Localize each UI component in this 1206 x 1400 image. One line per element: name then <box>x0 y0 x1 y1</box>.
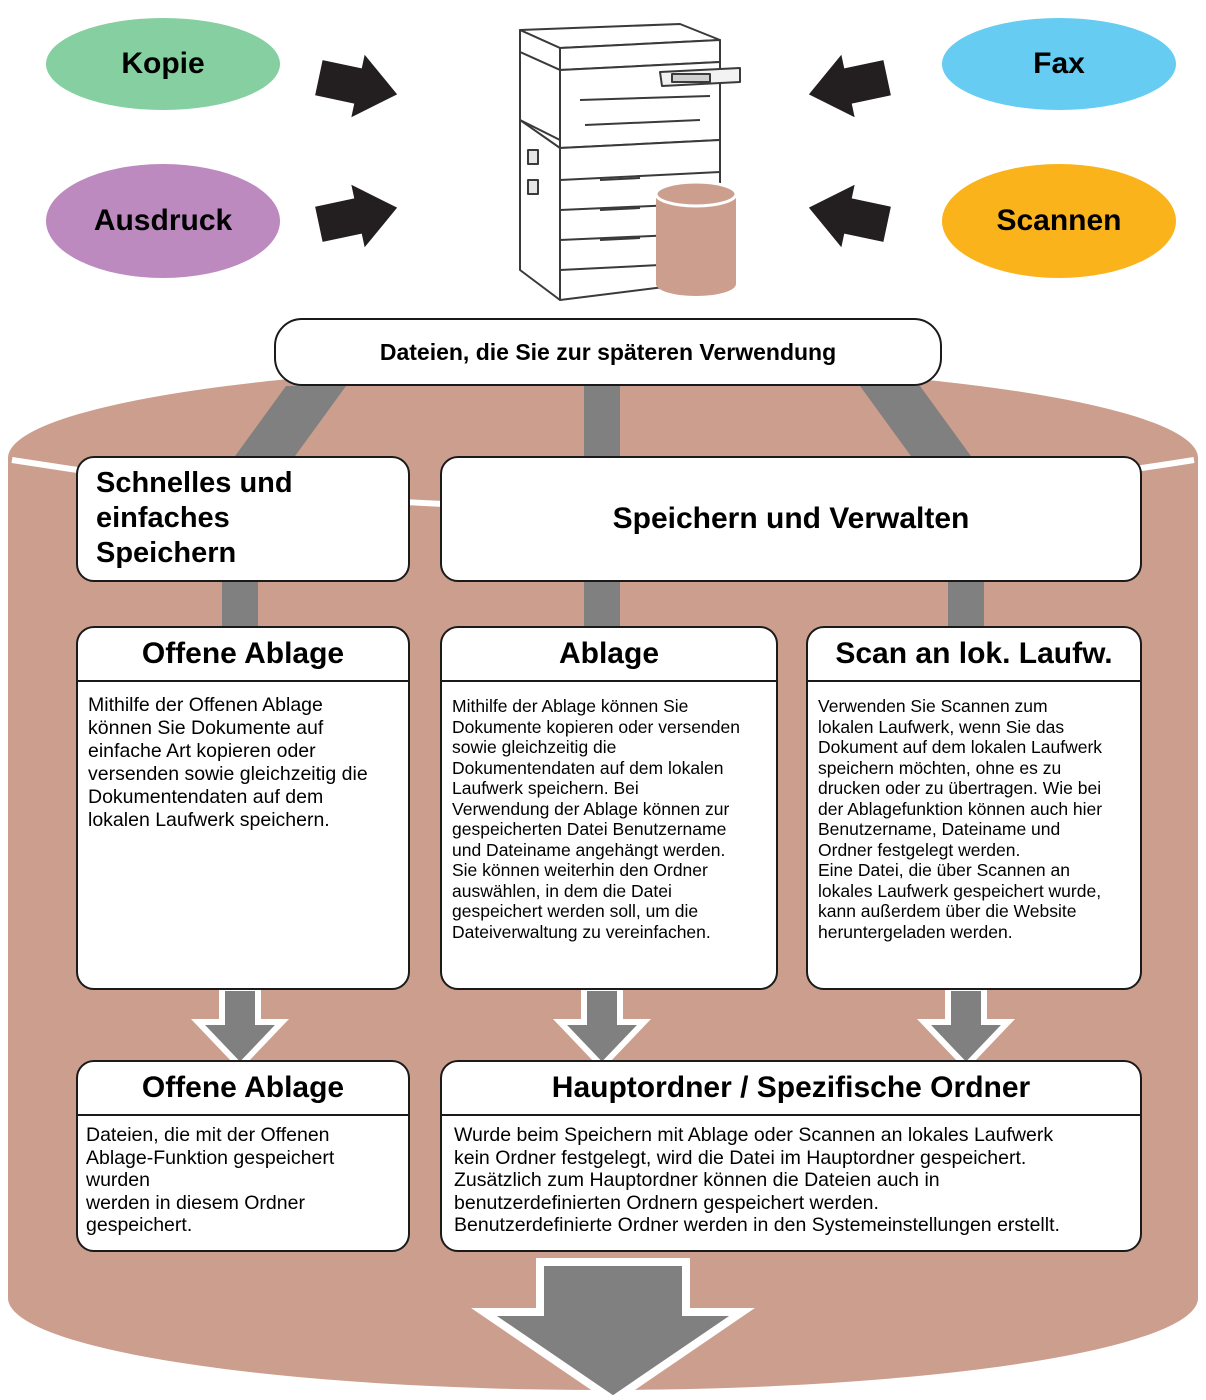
arrow-print <box>315 184 398 248</box>
down-arrow-center <box>552 985 652 1071</box>
connector-file-down <box>584 582 620 628</box>
function-quick-file-text: Mithilfe der Offenen Ablage können Sie D… <box>88 694 368 831</box>
function-scan-local-title: Scan an lok. Laufw. <box>835 637 1113 670</box>
folder-main-custom: Hauptordner / Spezifische Ordner Wurde b… <box>440 1060 1142 1252</box>
header-pill: Dateien, die Sie zur späteren Verwendung <box>274 318 942 386</box>
category-quick-title: Schnelles und einfaches Speichern <box>96 467 293 569</box>
source-fax-label: Fax <box>1033 47 1085 80</box>
function-file-title: Ablage <box>558 637 660 670</box>
folder-quick-file-title: Offene Ablage <box>141 1071 345 1104</box>
header-text: Dateien, die Sie zur späteren Verwendung <box>379 338 837 365</box>
folder-quick-file: Offene Ablage Dateien, die mit der Offen… <box>76 1060 410 1252</box>
source-copy: Kopie <box>46 18 280 110</box>
arrow-copy <box>315 54 398 118</box>
source-scan: Scannen <box>942 164 1176 278</box>
source-print: Ausdruck <box>46 164 280 278</box>
arrow-scan <box>808 184 891 248</box>
category-quick: Schnelles und einfaches Speichern <box>76 456 410 582</box>
function-scan-local-text: Verwenden Sie Scannen zum lokalen Laufwe… <box>818 696 1103 942</box>
folder-quick-file-text: Dateien, die mit der Offenen Ablage-Funk… <box>86 1124 335 1236</box>
output-arrow <box>471 1258 755 1400</box>
source-print-label: Ausdruck <box>93 204 233 237</box>
function-file-text: Mithilfe der Ablage können Sie Dokumente… <box>452 696 740 942</box>
input-arrows <box>315 54 891 248</box>
connector-scan-down <box>948 582 984 628</box>
database-icon <box>654 180 738 296</box>
function-file: Ablage Mithilfe der Ablage können Sie Do… <box>440 626 778 990</box>
folder-main-custom-title: Hauptordner / Spezifische Ordner <box>551 1071 1031 1104</box>
down-arrow-left <box>190 985 290 1071</box>
connector-center <box>584 386 620 456</box>
arrow-fax <box>808 54 891 118</box>
down-arrow-right <box>916 985 1016 1071</box>
folder-main-custom-text: Wurde beim Speichern mit Ablage oder Sca… <box>454 1124 1060 1236</box>
source-fax: Fax <box>942 18 1176 110</box>
function-quick-file: Offene Ablage Mithilfe der Offenen Ablag… <box>76 626 410 990</box>
source-copy-label: Kopie <box>121 47 205 80</box>
source-scan-label: Scannen <box>996 204 1122 237</box>
connector-quick-down <box>222 582 258 628</box>
function-scan-local: Scan an lok. Laufw. Verwenden Sie Scanne… <box>806 626 1142 990</box>
down-arrows <box>190 985 1016 1071</box>
category-manage: Speichern und Verwalten <box>440 456 1142 582</box>
category-manage-title: Speichern und Verwalten <box>612 502 970 535</box>
function-quick-file-title: Offene Ablage <box>141 637 345 670</box>
